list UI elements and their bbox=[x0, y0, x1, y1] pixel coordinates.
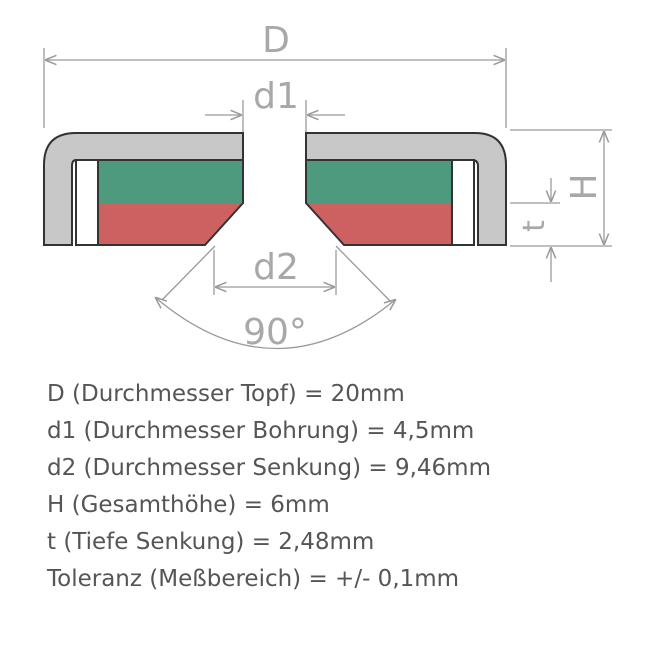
inner-wall-left bbox=[75, 159, 99, 246]
spec-diameter-pot: D (Durchmesser Topf) = 20mm bbox=[47, 381, 405, 407]
spec-countersink-depth: t (Tiefe Senkung) = 2,48mm bbox=[47, 529, 375, 555]
magnet-right-north bbox=[306, 160, 452, 203]
magnet-right-outline bbox=[305, 159, 453, 246]
label-D: D bbox=[262, 20, 290, 61]
angle-90-dimension bbox=[156, 245, 395, 350]
spec-diameter-bore: d1 (Durchmesser Bohrung) = 4,5mm bbox=[47, 418, 475, 444]
magnet-left-north bbox=[98, 160, 243, 203]
label-t: t bbox=[517, 220, 552, 232]
dimension-d1 bbox=[205, 100, 345, 132]
label-d2: d2 bbox=[253, 247, 299, 288]
specification-list: D (Durchmesser Topf) = 20mm d1 (Durchmes… bbox=[47, 376, 491, 598]
magnet-right-south bbox=[306, 203, 452, 245]
dimension-t bbox=[510, 178, 560, 282]
spec-tolerance: Toleranz (Meßbereich) = +/- 0,1mm bbox=[47, 566, 460, 592]
magnet-left-outline bbox=[97, 159, 244, 246]
label-H: H bbox=[564, 173, 605, 200]
label-d1: d1 bbox=[253, 76, 299, 117]
dimension-H bbox=[510, 129, 612, 247]
magnet-left-south bbox=[98, 203, 243, 245]
magnet-cross-section-diagram: D d1 H t d2 90° bbox=[43, 20, 612, 353]
dimension-D bbox=[43, 48, 507, 128]
dimension-d2 bbox=[213, 250, 337, 295]
spec-diameter-countersink: d2 (Durchmesser Senkung) = 9,46mm bbox=[47, 455, 491, 481]
spec-total-height: H (Gesamthöhe) = 6mm bbox=[47, 492, 330, 518]
label-angle: 90° bbox=[243, 312, 307, 353]
inner-wall-right bbox=[451, 159, 475, 246]
